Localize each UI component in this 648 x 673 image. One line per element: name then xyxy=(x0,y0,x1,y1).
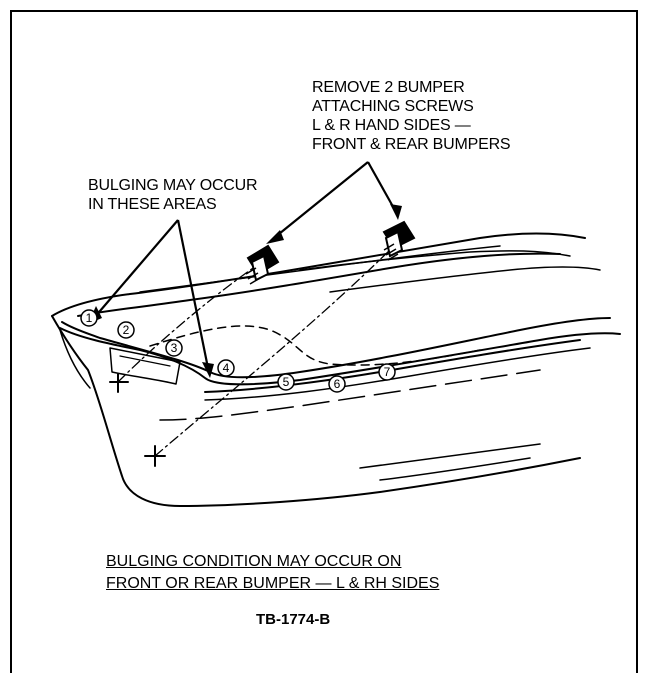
arrow-to-area-4 xyxy=(176,219,210,369)
screw-right xyxy=(382,220,416,261)
area-marker-7: 7 xyxy=(378,363,396,381)
screw-hole-right xyxy=(144,445,166,467)
bumper-face-outline xyxy=(51,315,581,507)
svg-text:7: 7 xyxy=(384,365,391,379)
area-marker-4: 4 xyxy=(217,359,235,377)
frame-top-border xyxy=(10,10,638,12)
callout-bulging-line-1: BULGING MAY OCCUR xyxy=(88,177,258,194)
arrow-to-area-1 xyxy=(93,219,179,319)
callout-remove-line-1: REMOVE 2 BUMPER xyxy=(312,79,465,96)
screw-centerline-right xyxy=(154,239,401,457)
callout-bulging-areas: BULGING MAY OCCUR IN THESE AREAS xyxy=(88,176,258,214)
caption-line-1: BULGING CONDITION MAY OCCUR ON xyxy=(106,553,402,570)
screw-centerline-left xyxy=(117,261,263,383)
area-marker-5: 5 xyxy=(277,373,295,391)
svg-text:1: 1 xyxy=(86,311,93,325)
caption-line-2: FRONT OR REAR BUMPER — L & RH SIDES xyxy=(106,575,440,592)
frame-right-border xyxy=(636,10,638,673)
area-marker-3: 3 xyxy=(165,339,183,357)
callout-bulging-line-2: IN THESE AREAS xyxy=(88,196,217,213)
body-contour xyxy=(149,325,481,366)
area-marker-2: 2 xyxy=(117,321,135,339)
svg-text:6: 6 xyxy=(334,377,341,391)
screw-hole-left xyxy=(109,373,129,393)
callout-remove-screws: REMOVE 2 BUMPER ATTACHING SCREWS L & R H… xyxy=(312,78,511,154)
svg-text:2: 2 xyxy=(123,323,130,337)
figure-id: TB-1774-B xyxy=(256,611,331,628)
bumper-top-edge xyxy=(51,232,586,317)
frame-left-border xyxy=(10,10,12,673)
svg-text:4: 4 xyxy=(223,361,230,375)
svg-text:5: 5 xyxy=(283,375,290,389)
license-recess xyxy=(109,347,181,385)
area-marker-6: 6 xyxy=(328,375,346,393)
bumper-upper-ridge xyxy=(77,252,561,317)
area-marker-1: 1 xyxy=(80,309,98,327)
svg-text:3: 3 xyxy=(171,341,178,355)
arrow-to-right-screw xyxy=(367,161,397,213)
screw-left xyxy=(245,244,280,285)
callout-remove-line-2: ATTACHING SCREWS xyxy=(312,98,474,115)
callout-remove-line-4: FRONT & REAR BUMPERS xyxy=(312,136,511,153)
bumper-belt-line xyxy=(61,317,611,379)
arrow-to-left-screw xyxy=(273,161,369,239)
callout-remove-line-3: L & R HAND SIDES — xyxy=(312,117,471,134)
